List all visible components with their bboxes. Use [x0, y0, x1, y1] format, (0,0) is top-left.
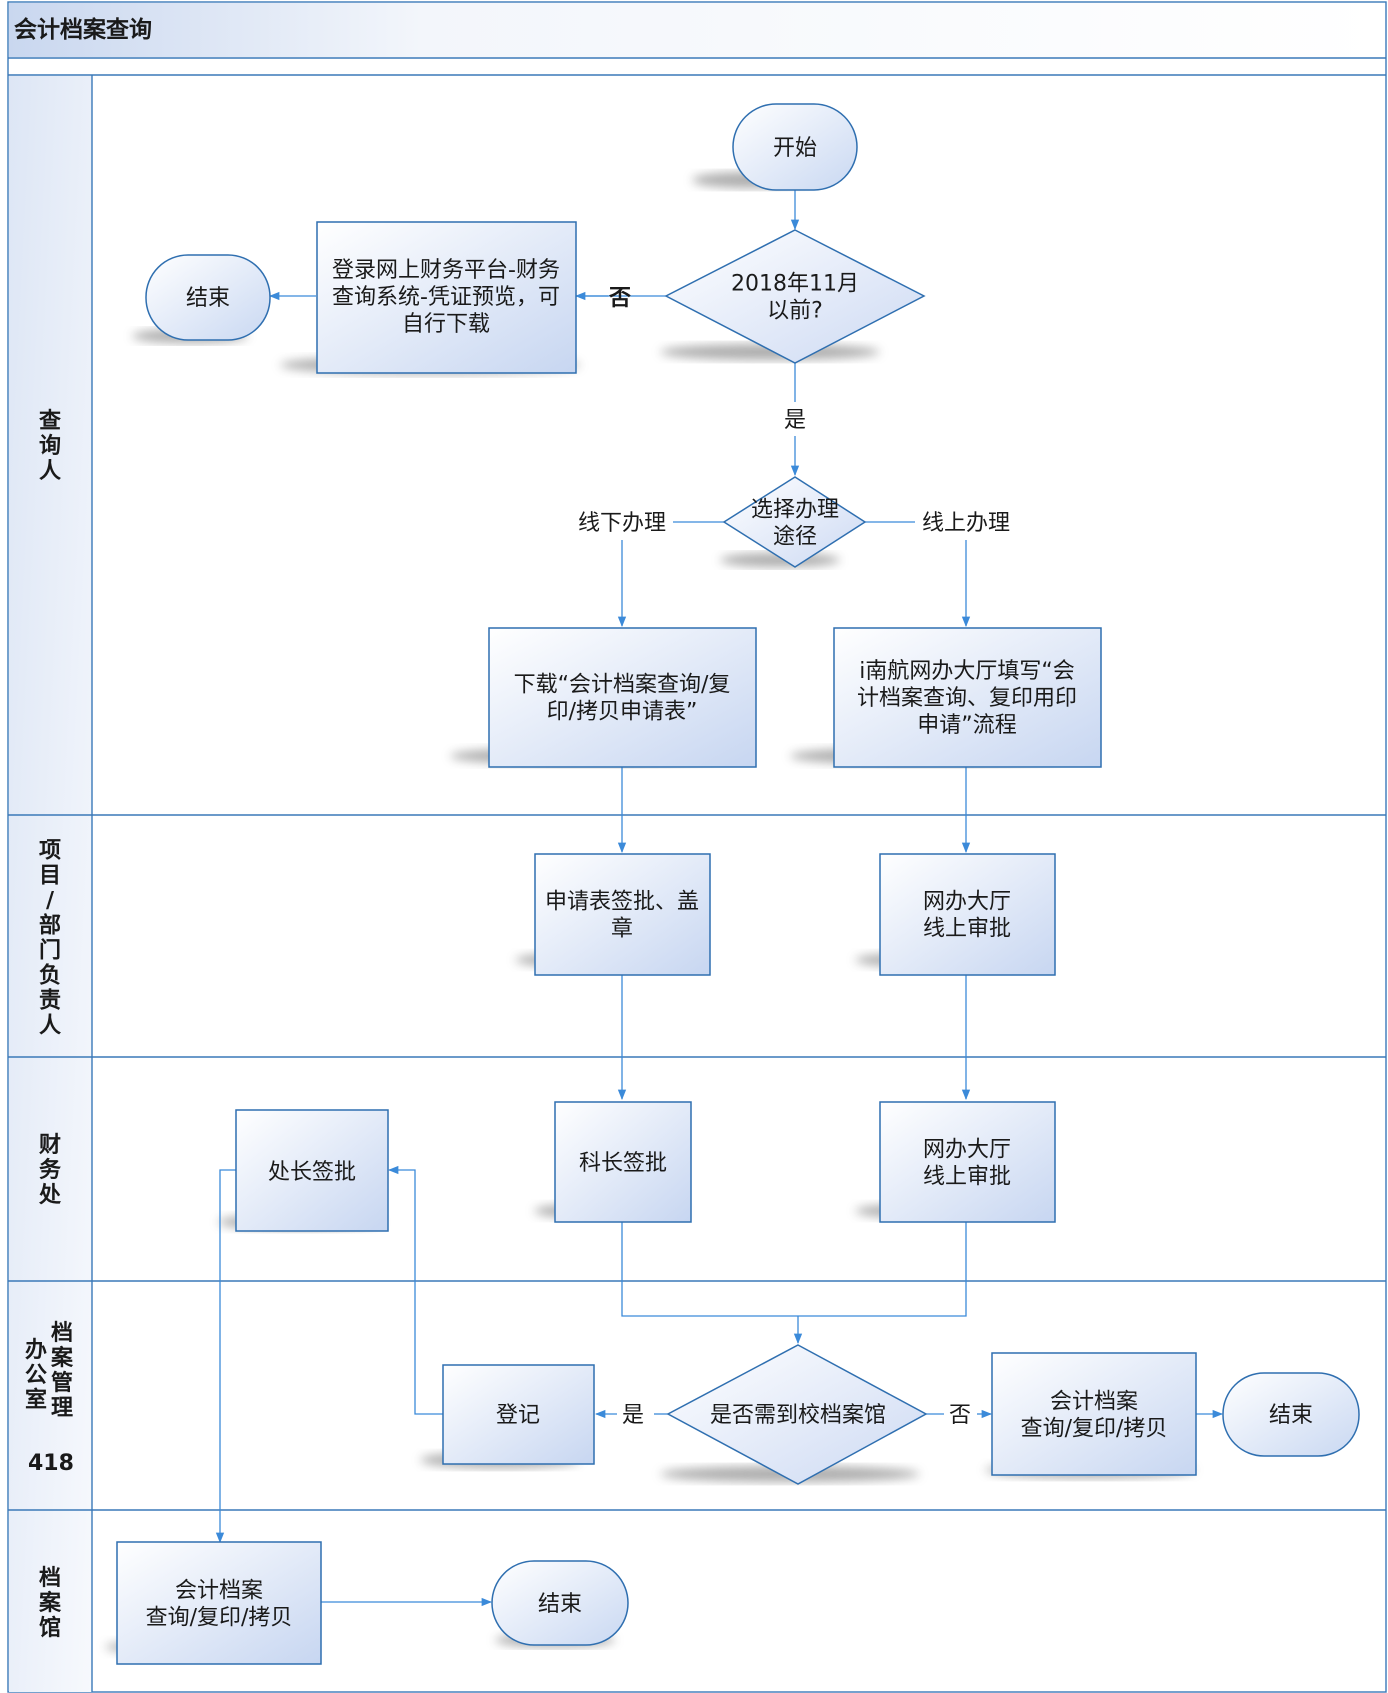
download-form-box: 下载“会计档案查询/复印/拷贝申请表”	[488, 627, 757, 768]
edge-merge	[621, 1222, 967, 1317]
edge-label-yes-1: 是	[784, 408, 806, 433]
lane-label-room-number: 418	[28, 1451, 74, 1476]
end-3-label: 结束	[538, 1592, 582, 1617]
edge-label-online: 线上办理	[922, 511, 1010, 536]
decision-before-2018-11: 2018年11月以前?	[664, 229, 926, 364]
section-chief-label: 科长签批	[579, 1151, 667, 1176]
online-approve-box-2: 网办大厅线上审批	[879, 1101, 1056, 1223]
lane-label-finance: 财务处	[38, 1133, 62, 1208]
office-copy-box: 会计档案查询/复印/拷贝	[991, 1352, 1197, 1476]
edge-labels: 否 是 线下办理 线上办理 是 否	[578, 286, 1010, 1428]
office-copy-label: 会计档案查询/复印/拷贝	[1021, 1390, 1168, 1442]
download-form-label: 下载“会计档案查询/复印/拷贝申请表”	[514, 673, 731, 725]
archive-copy-box: 会计档案查询/复印/拷贝	[116, 1541, 322, 1665]
form-sign-label: 申请表签批、盖章	[545, 890, 699, 942]
end-terminal-2: 结束	[1222, 1372, 1360, 1457]
diagram-title: 会计档案查询	[14, 16, 152, 43]
end-2-label: 结束	[1269, 1403, 1313, 1428]
director-sign-box: 处长签批	[235, 1109, 389, 1232]
online-hall-fill-box: i南航网办大厅填写“会计档案查询、复印用印申请”流程	[833, 627, 1102, 768]
lane-label-archive: 档案馆	[38, 1566, 62, 1641]
visit-archive-label: 是否需到校档案馆	[710, 1403, 886, 1428]
edges	[215, 190, 1224, 1607]
end-terminal-3: 结束	[491, 1560, 629, 1646]
online-platform-box: 登录网上财务平台-财务查询系统-凭证预览，可自行下载	[316, 221, 577, 374]
end-terminal-1: 结束	[145, 254, 271, 341]
online-hall-fill-label: i南航网办大厅填写“会计档案查询、复印用印申请”流程	[857, 659, 1077, 738]
edge-label-yes-2: 是	[622, 1403, 644, 1428]
archive-copy-label: 会计档案查询/复印/拷贝	[146, 1579, 293, 1631]
decision-2018-label: 2018年11月以前?	[731, 272, 859, 324]
edge-label-offline: 线下办理	[578, 511, 666, 536]
online-approve-1-label: 网办大厅线上审批	[923, 890, 1011, 942]
online-approve-2-label: 网办大厅线上审批	[923, 1138, 1011, 1190]
nodes: 开始 2018年11月以前? 登录网上财务平台-财务查询系统-凭证预览，可自行下…	[116, 103, 1360, 1665]
edge-label-no-1: 否	[608, 286, 631, 311]
visit-archive-decision: 是否需到校档案馆	[666, 1344, 928, 1485]
choose-route-label: 选择办理途径	[751, 498, 839, 550]
edge-label-no-2: 否	[949, 1403, 971, 1428]
swimlanes: 查询人 项目/部门负责人 财务处 档案管理办公室 418 档案馆	[8, 75, 1386, 1692]
start-label: 开始	[773, 136, 817, 161]
online-platform-label: 登录网上财务平台-财务查询系统-凭证预览，可自行下载	[332, 258, 560, 337]
edge-director-to-archive	[215, 1169, 236, 1544]
register-box: 登记	[442, 1364, 595, 1465]
register-label: 登记	[496, 1403, 540, 1428]
edge-register-to-director	[387, 1165, 443, 1415]
section-chief-box: 科长签批	[554, 1101, 692, 1223]
choose-route-decision: 选择办理途径	[722, 476, 867, 568]
online-approve-box-1: 网办大厅线上审批	[879, 853, 1056, 976]
end-1-label: 结束	[186, 286, 230, 311]
lane-label-query-person: 查询人	[39, 409, 61, 484]
lane-label-archive-office: 档案管理办公室	[25, 1321, 74, 1421]
form-sign-box: 申请表签批、盖章	[534, 853, 711, 976]
start-terminal: 开始	[732, 103, 858, 191]
lane-label-project-head: 项目/部门负责人	[39, 839, 61, 1039]
director-sign-label: 处长签批	[268, 1160, 356, 1185]
